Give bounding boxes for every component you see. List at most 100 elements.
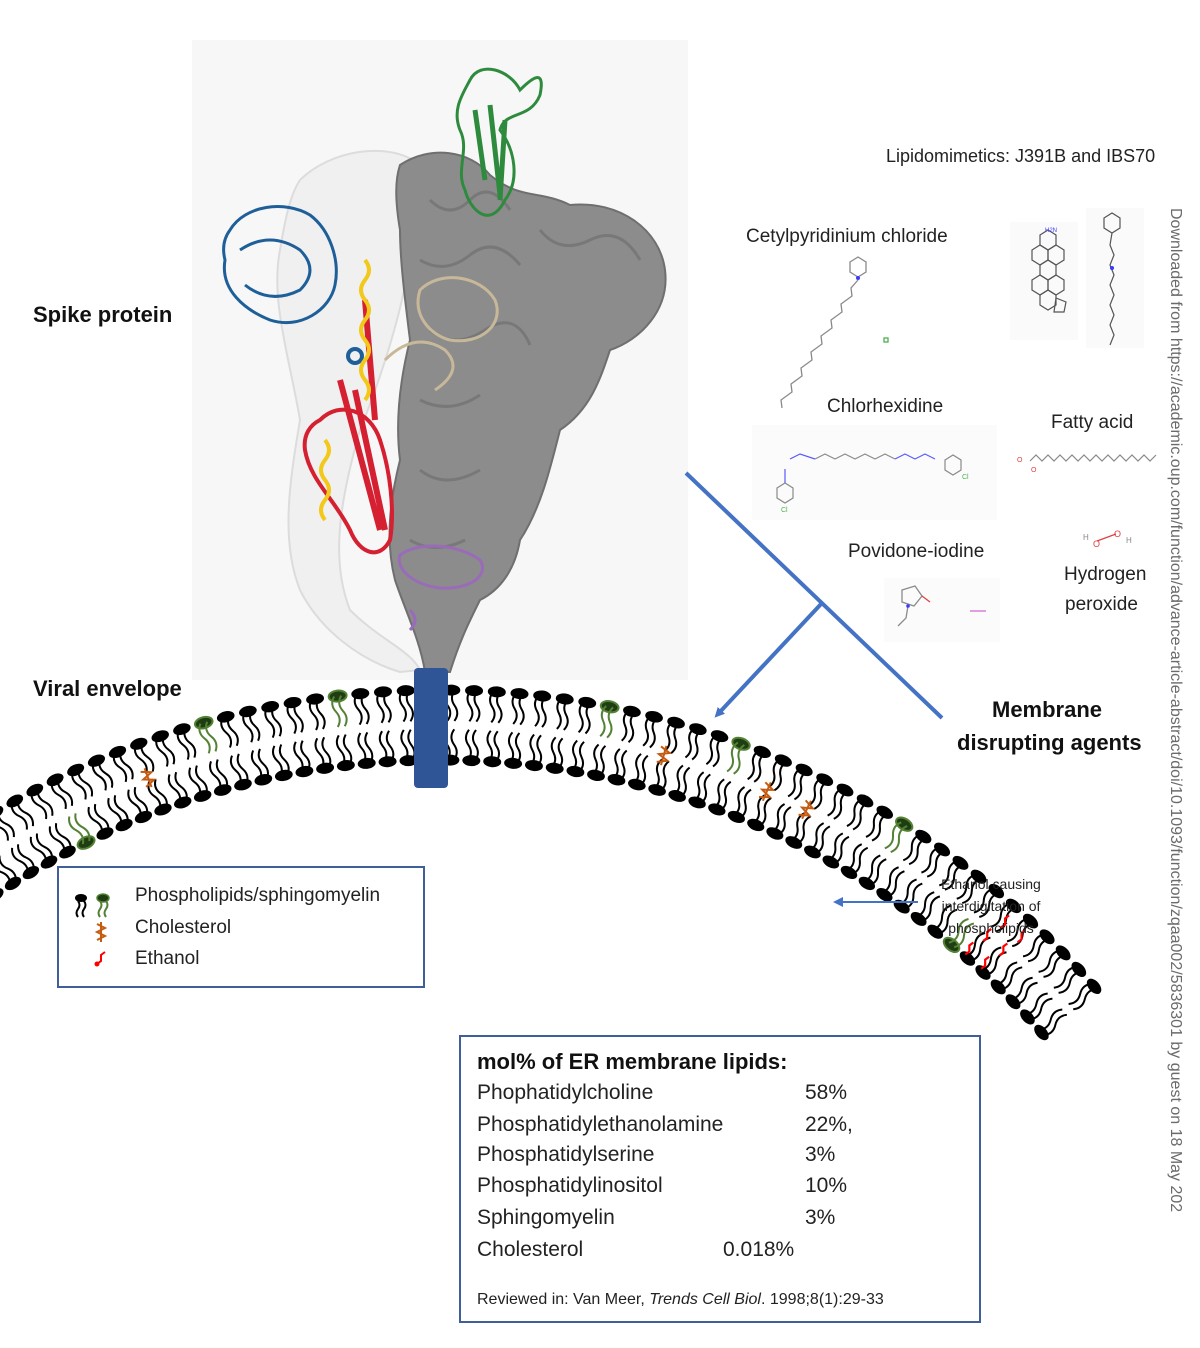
lipid-head [234,778,252,791]
lipid-tail [732,786,746,817]
lipid-tail [107,797,123,827]
legend-item-cholesterol: Cholesterol [135,917,232,938]
lipid-head [67,763,85,777]
legend-box: Phospholipids/sphingomyelin Cholesterol … [57,866,425,988]
lipid-tail [767,758,781,789]
lipid-tail [1039,1008,1063,1031]
lipid-tail [751,794,766,825]
lipid-reference: Reviewed in: Van Meer, Trends Cell Biol.… [477,1291,884,1309]
lipid-tail [353,693,363,726]
lipid-tail [642,715,652,747]
lipid-head [727,810,745,824]
lipid-head [710,730,729,743]
lipid-tail [529,733,536,766]
lipid-head [555,693,574,705]
fatty-acid-label: Fatty acid [1051,412,1134,433]
lipid-tail [1029,997,1053,1021]
lipid-tail [739,788,752,820]
lipid-tail [36,788,54,816]
cholesterol-molecule [759,781,776,802]
lipid-head [351,688,370,700]
lipid-name: Phosphatidylethanolamine [477,1113,724,1136]
lipid-tail [908,837,927,866]
lipid-head [795,763,813,777]
lipid-tail [953,922,975,949]
lipid-tail [733,744,745,775]
lipid-tail [921,895,941,923]
lipid-head [213,784,232,796]
lipid-tail [980,946,1002,972]
svg-text:Cl: Cl [781,507,788,514]
viral-envelope-label: Viral envelope [33,676,182,701]
lipid-name: Phosphatidylinositol [477,1174,663,1197]
svg-text:O: O [1017,457,1023,464]
membrane-disrupting-label-line2: disrupting agents [957,730,1142,755]
lipid-tail [271,745,283,777]
lipidomimetics-structures: H2N [1010,208,1144,348]
lipid-tail [904,882,923,910]
lipid-tail [1022,933,1045,958]
lipid-tail [161,734,176,765]
lipid-tail [845,843,863,872]
lipid-head [988,883,1005,899]
lipid-tail [540,695,547,728]
legend-icons [75,893,110,967]
lipid-head [856,794,874,808]
lipid-head [816,773,834,787]
ethanol-annotation: Ethanol causing interdigitation of phosp… [920,873,1062,939]
lipid-tail [787,767,802,798]
lipid-tail [486,730,494,763]
fatty-acid-structure: O O [1017,454,1157,474]
legend-item-phospholipids: Phospholipids/sphingomyelin [135,885,381,906]
lipid-tail [921,846,940,874]
lipid-tail [712,736,724,768]
lipid-name: Sphingomyelin [477,1206,615,1229]
ethanol-molecule [1000,914,1010,929]
lipid-tail [827,787,843,817]
lipid-tail [209,761,222,792]
lipid-tail [385,730,395,763]
lipid-head [76,835,96,850]
lipid-tail [400,729,409,762]
hydrogen-peroxide-label-line2: peroxide [1065,594,1138,615]
lipid-tail [464,729,472,762]
lipid-name: Phosphatidylserine [477,1143,655,1166]
ethanol-molecule [964,941,975,956]
lipid-tail [813,780,829,810]
ethanol-molecule [1016,929,1027,944]
lipid-tail [331,695,341,728]
spike-gray-density [388,151,667,673]
lipid-tail [398,690,407,723]
lipid-tail [815,825,831,855]
lipid-tail [220,717,233,748]
cholesterol-molecule [656,745,673,766]
lipid-head [327,689,348,703]
lipid-tail [1010,976,1033,1001]
lipid-head [785,836,803,849]
viral-membrane-bilayer [0,684,1102,1041]
lipid-tail [112,753,128,783]
lipid-tail [176,729,190,760]
lipid-tail [250,750,263,781]
lipid-tail [627,711,637,743]
lipid-tail [87,806,104,836]
lipid-tail [29,836,48,864]
lipid-head [130,737,148,750]
lipid-head [766,827,784,840]
lipid-tail [30,791,48,820]
lipid-tail [1038,949,1061,973]
lipid-tail [598,745,607,777]
lipid-tail [846,798,863,827]
lipid-head [927,924,944,939]
lipid-tail [1027,938,1050,963]
lipid-value: 3% [805,1143,836,1166]
lipid-head [193,715,214,730]
lipid-head [648,784,666,796]
lipid-tail [450,728,458,761]
membrane-disrupting-label-line1: Membrane [992,697,1103,722]
lipid-tail [271,705,283,737]
lipid-head [990,979,1006,995]
svg-text:O: O [1093,539,1100,549]
lipid-value: 10% [805,1174,848,1197]
